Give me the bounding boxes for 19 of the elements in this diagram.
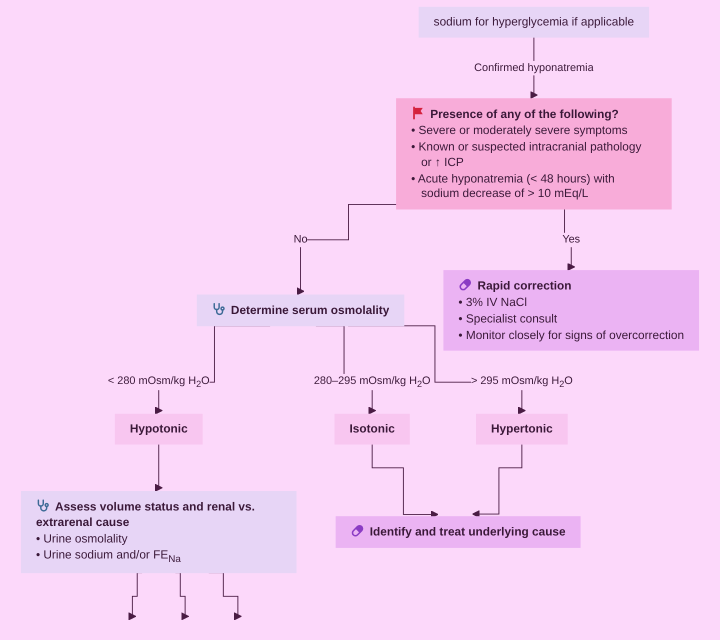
- arrow: [372, 444, 439, 518]
- node-box: Assess volume status and renal vs. extrarenal cause • Urine osmolality • Urine sodium and/or FE$_{Na}$: [20, 490, 297, 574]
- node-box: sodium for hyperglycemia if applicable: [418, 6, 650, 38]
- edge-label: < 280 mOsm/kg H$_{2}$O: [108, 374, 210, 390]
- edge-label: Confirmed hyponatremia: [474, 60, 594, 74]
- node-box: Isotonic: [334, 414, 410, 445]
- node-box: Hypertonic: [476, 414, 568, 445]
- node-box: Determine serum osmolality: [196, 294, 404, 326]
- edge-label: 280–295 mOsm/kg H$_{2}$O: [314, 374, 431, 390]
- arrow: [472, 444, 522, 518]
- node-box: Identify and treat underlying cause: [336, 516, 581, 548]
- edge-label: Yes: [562, 232, 580, 246]
- edge-label: > 295 mOsm/kg H$_{2}$O: [470, 374, 573, 390]
- edge-label: No: [294, 232, 308, 246]
- arrow: [296, 204, 397, 296]
- node-box: Rapid correction • 3% IV NaCl • Specialist consult • Monitor closely for signs of overcorrection: [443, 270, 700, 351]
- arrow: [154, 444, 163, 492]
- node-box: Presence of any of the following? • Severe or moderately severe symptoms • Known or suspected intracranial pathology or ↑ ICP • Acute hyponatremia (< 48 hours) with sodium decrease of > 10 mEq/L: [396, 98, 672, 210]
- node-box: Hypotonic: [114, 414, 203, 445]
